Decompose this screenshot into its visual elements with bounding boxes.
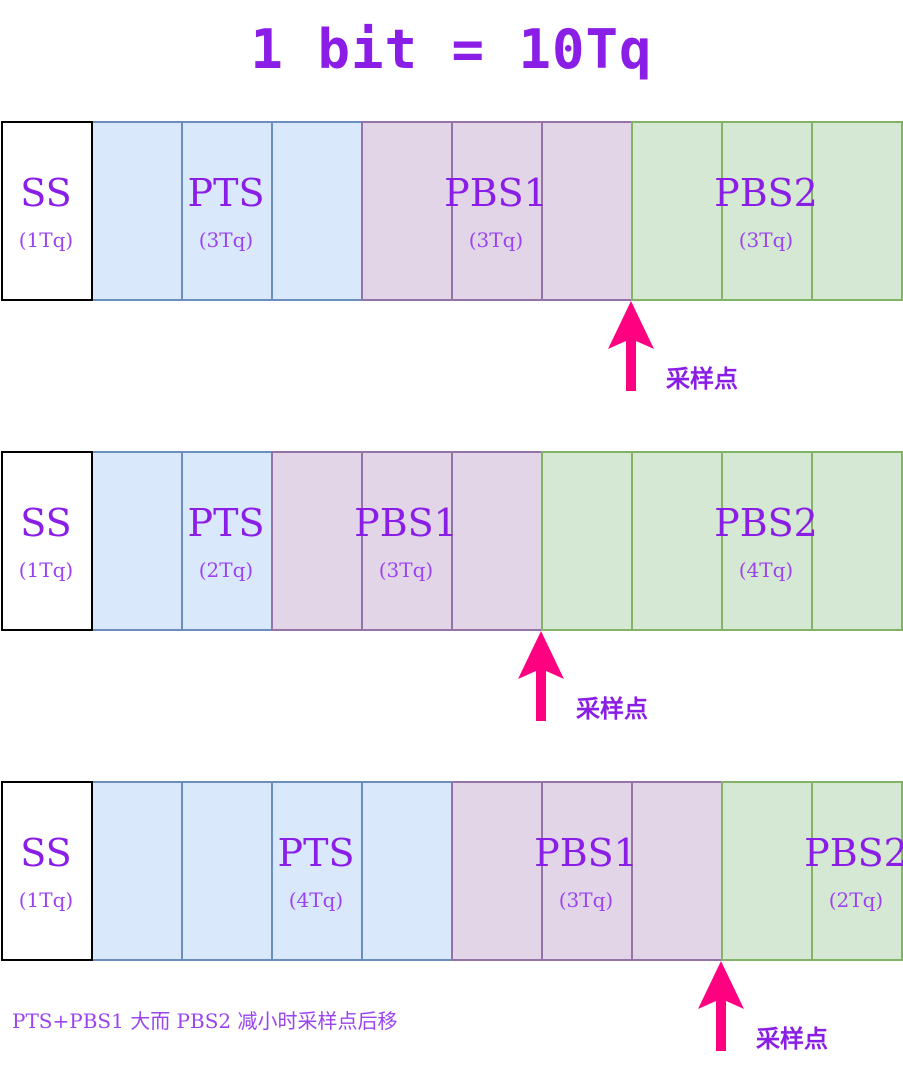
pbs2-tq-cell <box>811 781 903 961</box>
pbs2-tq-cell <box>721 121 813 301</box>
pts-tq-cell <box>91 451 183 631</box>
pbs2-tq-cell <box>721 451 813 631</box>
ss-tq-cell <box>1 781 93 961</box>
sample-point-arrow <box>698 961 744 1051</box>
pbs2-tq-cell <box>631 451 723 631</box>
pbs2-tq-cell <box>811 121 903 301</box>
sample-point-label: 采样点 <box>666 365 738 393</box>
pbs1-tq-cell <box>361 121 453 301</box>
pbs1-tq-cell <box>541 121 633 301</box>
pts-tq-cell <box>181 781 273 961</box>
pts-tq-cell <box>91 781 183 961</box>
pts-tq-cell <box>181 121 273 301</box>
pts-tq-cell <box>91 121 183 301</box>
sample-point-arrow <box>608 301 654 391</box>
pbs1-tq-cell <box>451 121 543 301</box>
pts-tq-cell <box>271 121 363 301</box>
pts-tq-cell <box>361 781 453 961</box>
pts-tq-cell <box>181 451 273 631</box>
sample-point-arrow <box>518 631 564 721</box>
pts-tq-cell <box>271 781 363 961</box>
pbs2-tq-cell <box>721 781 813 961</box>
footnote: PTS+PBS1 大而 PBS2 减小时采样点后移 <box>12 1009 398 1033</box>
diagram-title: 1 bit = 10Tq <box>250 18 653 81</box>
pbs2-tq-cell <box>631 121 723 301</box>
pbs2-tq-cell <box>811 451 903 631</box>
ss-tq-cell <box>1 121 93 301</box>
pbs1-tq-cell <box>271 451 363 631</box>
sample-point-label: 采样点 <box>576 695 648 723</box>
pbs1-tq-cell <box>541 781 633 961</box>
pbs1-tq-cell <box>361 451 453 631</box>
pbs1-tq-cell <box>451 781 543 961</box>
sample-point-label: 采样点 <box>756 1025 828 1053</box>
pbs2-tq-cell <box>541 451 633 631</box>
ss-tq-cell <box>1 451 93 631</box>
pbs1-tq-cell <box>451 451 543 631</box>
pbs1-tq-cell <box>631 781 723 961</box>
